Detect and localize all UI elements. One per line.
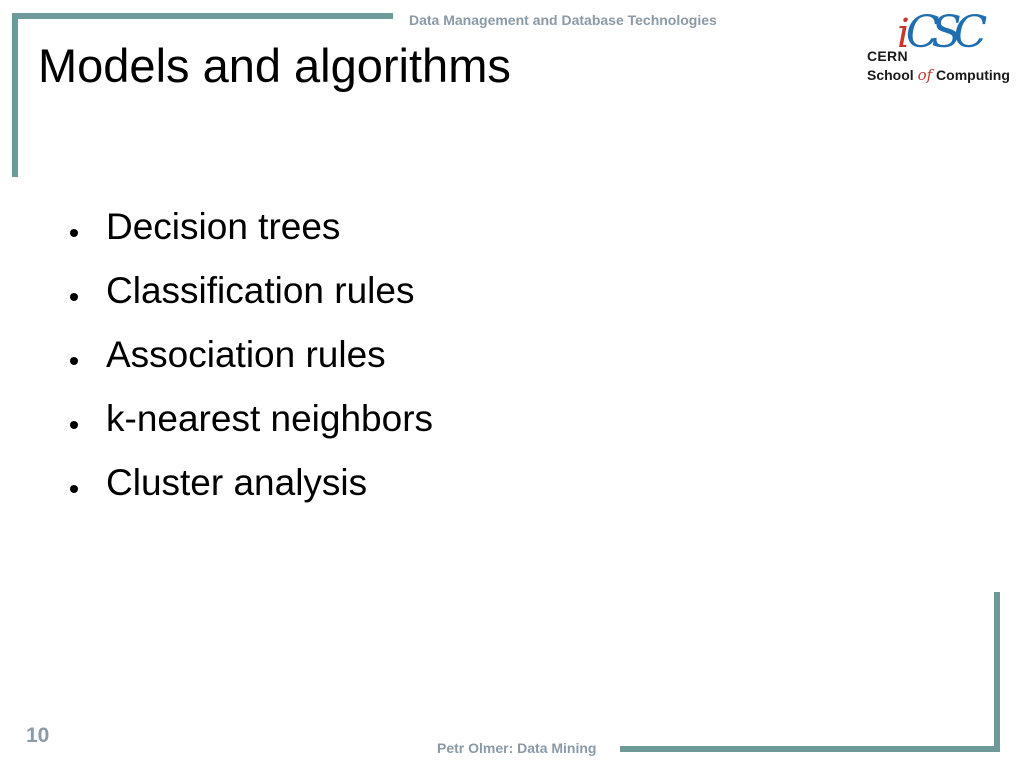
list-item: Classification rules <box>70 259 433 323</box>
frame-bar-bottom-horizontal <box>620 746 1000 752</box>
frame-bar-top-horizontal <box>12 13 393 19</box>
bullet-list: Decision trees Classification rules Asso… <box>70 195 433 515</box>
icsc-logo-mark: iCSC <box>897 7 988 58</box>
logo-letter-c2: C <box>953 7 988 58</box>
logo-letter-i: i <box>897 11 910 57</box>
bullet-dot-icon <box>70 421 78 429</box>
list-item: Decision trees <box>70 195 433 259</box>
header-course-title: Data Management and Database Technologie… <box>409 12 717 28</box>
slide-title: Models and algorithms <box>38 39 511 92</box>
bullet-dot-icon <box>70 485 78 493</box>
bullet-text: Classification rules <box>106 270 415 311</box>
bullet-text: k-nearest neighbors <box>106 398 434 439</box>
bullet-dot-icon <box>70 229 78 237</box>
cern-school-of-computing-logo: iCSC CERN School of Computing <box>865 8 1015 88</box>
bullet-text: Association rules <box>106 334 386 375</box>
logo-of-word: of <box>917 66 933 84</box>
list-item: k-nearest neighbors <box>70 387 433 451</box>
logo-letter-s: S <box>931 7 962 58</box>
list-item: Cluster analysis <box>70 451 433 515</box>
logo-line-cern: CERN <box>867 48 908 64</box>
frame-bar-top-vertical <box>12 13 18 177</box>
page-number: 10 <box>26 724 50 747</box>
footer-author: Petr Olmer: Data Mining <box>437 740 597 756</box>
logo-computing-word: Computing <box>932 67 1010 83</box>
frame-bar-bottom-vertical <box>994 592 1000 752</box>
bullet-text: Cluster analysis <box>106 462 368 503</box>
logo-line-school: School of Computing <box>867 66 1010 84</box>
bullet-text: Decision trees <box>106 206 341 247</box>
list-item: Association rules <box>70 323 433 387</box>
bullet-dot-icon <box>70 357 78 365</box>
logo-letter-c1: C <box>905 7 940 58</box>
logo-school-word: School <box>867 67 918 83</box>
bullet-dot-icon <box>70 293 78 301</box>
